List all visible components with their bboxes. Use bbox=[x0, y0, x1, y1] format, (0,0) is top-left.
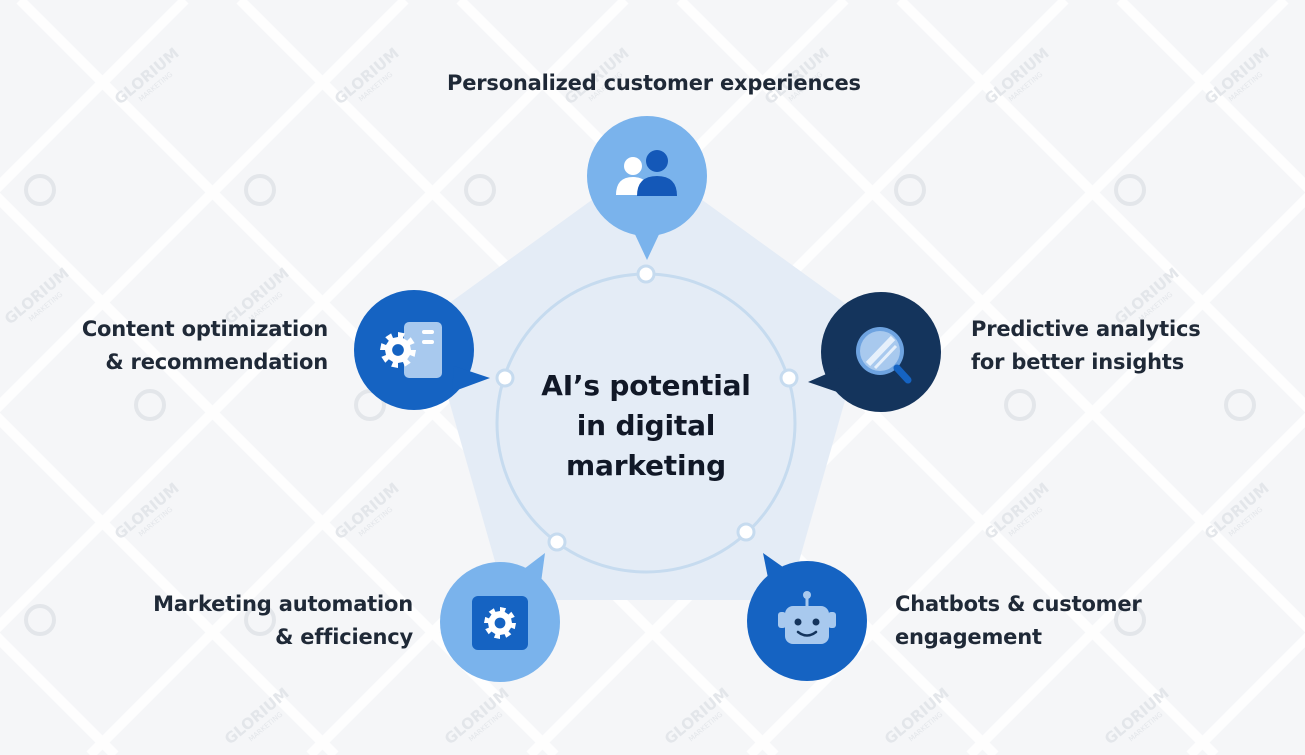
label-personalized-line-1: Personalized customer experiences bbox=[447, 71, 861, 95]
label-chatbots-line-1: Chatbots & customer bbox=[895, 592, 1142, 616]
label-automation-line-2: & efficiency bbox=[275, 625, 413, 649]
gear-hole bbox=[494, 617, 506, 629]
magnifier-icon bbox=[856, 327, 912, 384]
label-content: Content optimization & recommendation bbox=[82, 313, 328, 379]
node-automation bbox=[440, 553, 560, 682]
label-predictive: Predictive analytics for better insights bbox=[971, 313, 1201, 379]
node-chatbots bbox=[747, 553, 867, 681]
watermark-logo-icon bbox=[1004, 389, 1036, 421]
watermark-logo-icon bbox=[24, 174, 56, 206]
ring-node bbox=[736, 522, 756, 542]
ring-node bbox=[547, 532, 567, 552]
robot-icon bbox=[778, 591, 836, 644]
label-automation: Marketing automation & efficiency bbox=[153, 588, 413, 654]
center-title-line-2: in digital bbox=[576, 409, 716, 442]
ring-node bbox=[636, 264, 656, 284]
gear-hole bbox=[392, 344, 404, 356]
center-title-line-1: AI’s potential bbox=[541, 369, 751, 402]
watermark-logo-icon bbox=[244, 604, 276, 636]
watermark-logo-icon bbox=[1114, 174, 1146, 206]
users-icon bbox=[616, 150, 677, 196]
ring-node bbox=[495, 368, 515, 388]
document-gear-icon bbox=[380, 322, 442, 378]
label-chatbots-line-2: engagement bbox=[895, 625, 1042, 649]
label-predictive-line-2: for better insights bbox=[971, 350, 1185, 374]
watermark-logo-icon bbox=[1114, 604, 1146, 636]
label-chatbots: Chatbots & customer engagement bbox=[895, 588, 1142, 654]
label-content-line-2: & recommendation bbox=[105, 350, 328, 374]
node-predictive bbox=[808, 292, 941, 412]
label-predictive-line-1: Predictive analytics bbox=[971, 317, 1201, 341]
watermark-logo-icon bbox=[894, 174, 926, 206]
node-content bbox=[354, 290, 490, 410]
label-content-line-1: Content optimization bbox=[81, 317, 328, 341]
watermark-logo-icon bbox=[24, 604, 56, 636]
watermark-logo-icon bbox=[134, 389, 166, 421]
label-personalized: Personalized customer experiences bbox=[447, 67, 861, 100]
label-automation-line-1: Marketing automation bbox=[153, 592, 413, 616]
node-personalized bbox=[587, 116, 707, 260]
watermark-logo-icon bbox=[244, 174, 276, 206]
watermark-logo-icon bbox=[1224, 389, 1256, 421]
pentagon-shape bbox=[426, 160, 868, 600]
watermark-logo-icon bbox=[464, 174, 496, 206]
gear-icon bbox=[472, 596, 528, 650]
ring-node bbox=[779, 368, 799, 388]
center-title: AI’s potential in digital marketing bbox=[520, 366, 772, 486]
center-title-line-3: marketing bbox=[566, 449, 726, 482]
watermark-logo-icon bbox=[354, 389, 386, 421]
